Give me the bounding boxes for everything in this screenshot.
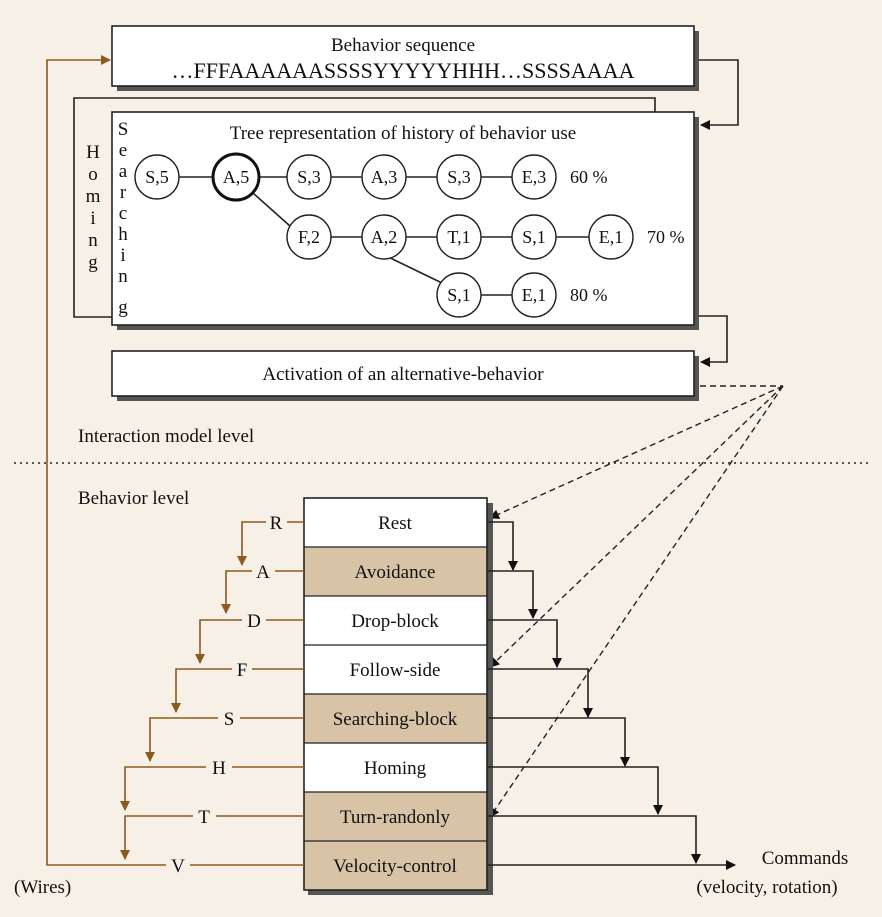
tree-node-label: S,3 [297, 167, 321, 187]
wire-letter-h: H [212, 758, 226, 779]
wire-letter-f: F [237, 660, 248, 681]
behavior-sequence-string: …FFFAAAAAASSSSYYYYYHHH…SSSSAAAA [172, 58, 635, 83]
sequence-to-tree-arrow [699, 59, 739, 130]
wire-letter-d: D [247, 611, 261, 632]
interaction-level-label: Interaction model level [78, 426, 254, 447]
wire-letters: R A D F S H T V [171, 513, 283, 877]
tree-node-label: S,3 [447, 167, 471, 187]
homing-letter: n [88, 230, 98, 251]
behavior-name: Rest [378, 513, 413, 534]
wires-label: (Wires) [14, 877, 71, 898]
tree-node-s3: S,3 [286, 154, 332, 200]
tree-node-label: F,2 [298, 227, 320, 247]
wires-cascade [46, 55, 304, 866]
searching-vertical-label: S e a r c h i n g [118, 119, 129, 318]
behavior-name: Searching-block [333, 709, 458, 730]
tree-node-e1-b: E,1 [511, 272, 557, 318]
searching-letter: g [118, 297, 128, 318]
activation-dashed-arrows [489, 385, 784, 818]
homing-vertical-label: H o m i n g [86, 142, 101, 273]
tree-node-label: S,5 [145, 167, 169, 187]
activation-label: Activation of an alternative-behavior [262, 364, 544, 385]
behavior-drop-block: Drop-block [304, 596, 487, 645]
searching-letter: e [119, 140, 127, 161]
tree-node-label: A,5 [223, 167, 250, 187]
wire-letter-a: A [256, 562, 270, 583]
tree-node-e3: E,3 [511, 154, 557, 200]
tree-node-label: A,3 [371, 167, 398, 187]
tree-node-t1: T,1 [436, 214, 482, 260]
tree-title: Tree representation of history of behavi… [230, 123, 576, 144]
wire-letter-t: T [198, 807, 210, 828]
searching-letter: h [118, 224, 128, 245]
behavior-name: Follow-side [350, 660, 441, 681]
tree-node-s5: S,5 [134, 154, 180, 200]
tree-node-label: S,1 [447, 285, 471, 305]
tree-node-label: E,3 [522, 167, 547, 187]
tree-box: Tree representation of history of behavi… [111, 111, 699, 330]
activation-box: Activation of an alternative-behavior [111, 350, 699, 401]
behavior-name: Homing [364, 758, 427, 779]
homing-letter: H [86, 142, 100, 163]
searching-letter: r [120, 182, 127, 203]
behavior-avoidance: Avoidance [304, 547, 487, 596]
homing-letter: i [90, 208, 95, 229]
homing-frame [73, 97, 656, 318]
tree-node-s1-b: S,1 [436, 272, 482, 318]
behavior-name: Avoidance [355, 562, 436, 583]
tree-node-s1: S,1 [511, 214, 557, 260]
tree-to-activation-arrow [699, 315, 728, 367]
behavior-turn-randonly: Turn-randonly [304, 792, 487, 841]
behavior-searching-block: Searching-block [304, 694, 487, 743]
tree-node-label: T,1 [447, 227, 470, 247]
tree-node-f2: F,2 [286, 214, 332, 260]
feedback-wire [46, 55, 166, 866]
behavior-name: Turn-randonly [340, 807, 451, 828]
percent-80: 80 % [570, 285, 608, 305]
commands-label: Commands [762, 848, 849, 869]
output-cascade [487, 521, 736, 870]
wire-letter-r: R [270, 513, 283, 534]
tree-node-a3: A,3 [361, 154, 407, 200]
behavior-sequence-title: Behavior sequence [331, 35, 475, 56]
tree-node-label: S,1 [522, 227, 546, 247]
percent-70: 70 % [647, 227, 685, 247]
searching-letter: c [119, 203, 127, 224]
tree-node-label: E,1 [522, 285, 547, 305]
tree-node-a2: A,2 [361, 214, 407, 260]
wire-letter-v: V [171, 856, 185, 877]
searching-letter: n [118, 266, 128, 287]
behavior-name: Drop-block [351, 611, 439, 632]
behavior-stack: Rest Avoidance Drop-block Follow-side Se… [303, 497, 493, 895]
tree-node-label: E,1 [599, 227, 624, 247]
searching-letter: S [118, 119, 129, 140]
tree-node-s3-b: S,3 [436, 154, 482, 200]
homing-letter: m [86, 186, 101, 207]
behavior-rest: Rest [304, 498, 487, 547]
behavior-level-label: Behavior level [78, 488, 189, 509]
tree-node-a5: A,5 [211, 152, 261, 202]
tree-node-label: A,2 [371, 227, 398, 247]
behavior-follow-side: Follow-side [304, 645, 487, 694]
wire-letter-s: S [224, 709, 235, 730]
commands-sub-label: (velocity, rotation) [696, 877, 837, 898]
behavior-homing: Homing [304, 743, 487, 792]
behavior-name: Velocity-control [333, 856, 456, 877]
searching-letter: a [119, 161, 128, 182]
homing-letter: g [88, 252, 98, 273]
tree-node-e1: E,1 [588, 214, 634, 260]
homing-letter: o [88, 164, 98, 185]
behavior-sequence-box: Behavior sequence …FFFAAAAAASSSSYYYYYHHH… [111, 25, 699, 91]
searching-letter: i [120, 245, 125, 266]
percent-60: 60 % [570, 167, 608, 187]
behavior-velocity-control: Velocity-control [304, 841, 487, 890]
